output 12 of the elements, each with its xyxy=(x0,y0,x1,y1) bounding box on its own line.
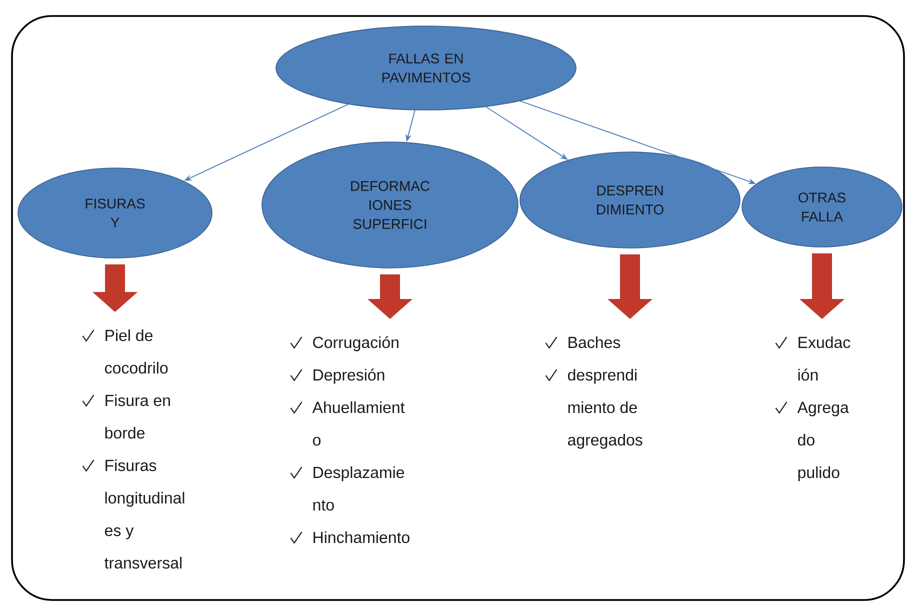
list-item: Exudac ión xyxy=(798,336,850,381)
list-item: Desplazamie nto xyxy=(313,466,404,511)
list-item: Fisuras longitudinal es y transversal xyxy=(104,459,184,569)
list-item: desprendi miento de agregados xyxy=(568,368,642,449)
list-item: Hinchamiento xyxy=(314,531,410,544)
list-item: Corrugación xyxy=(313,336,398,352)
list-item: Ahuellamient o xyxy=(312,401,405,446)
list-item: Piel de cocodrilo xyxy=(104,329,168,374)
list-item: Agrega do pulido xyxy=(797,402,849,482)
list-item: Baches xyxy=(568,336,620,348)
list-item: Fisura en borde xyxy=(105,394,170,439)
list-item: Depresión xyxy=(314,368,384,384)
